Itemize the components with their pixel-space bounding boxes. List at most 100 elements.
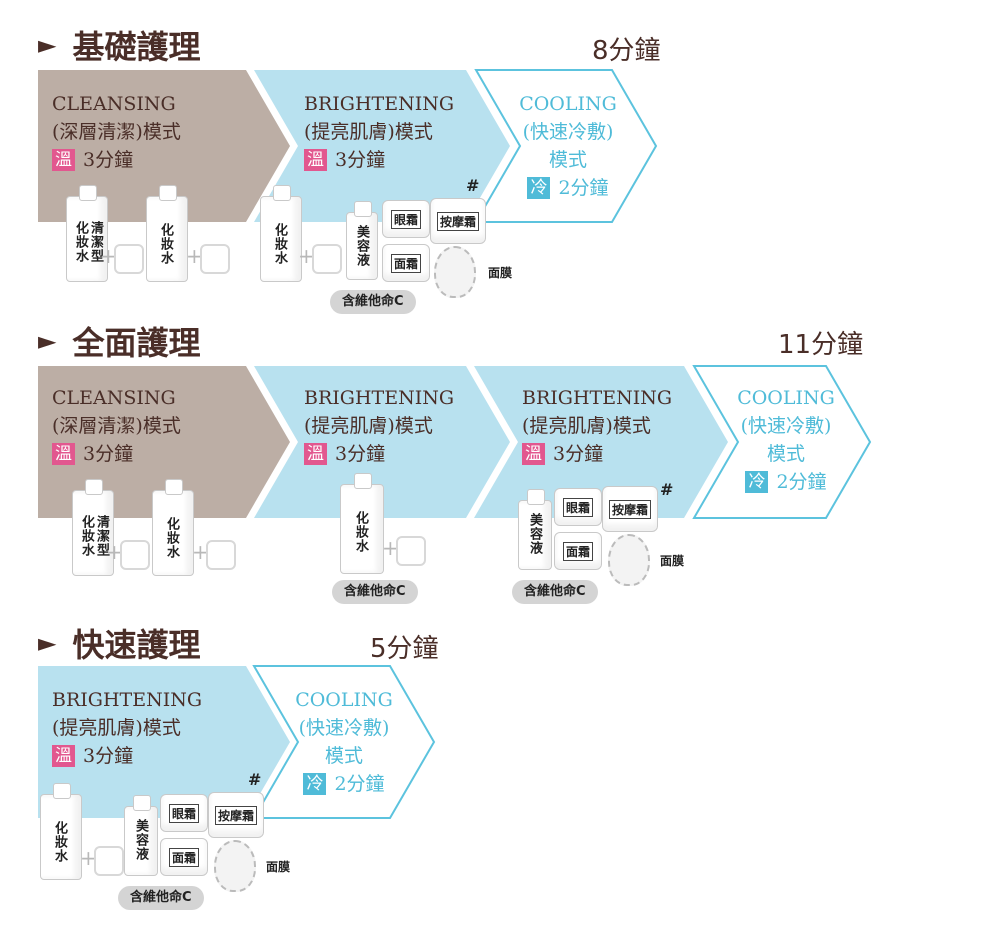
- cotton-pad-icon: [94, 846, 124, 876]
- step-time: 3分鐘: [553, 443, 604, 465]
- step-text: BRIGHTENING (提亮肌膚)模式 溫 3分鐘: [522, 384, 672, 468]
- face-cream-jar-icon: 面霜: [382, 244, 430, 282]
- warm-badge: 溫: [304, 149, 327, 171]
- step-mode: 模式: [548, 149, 587, 171]
- cool-badge: 冷: [527, 177, 551, 199]
- step-name: BRIGHTENING: [52, 689, 202, 711]
- hash-mark: #: [660, 480, 674, 499]
- step-mode: (提亮肌膚)模式: [522, 415, 651, 437]
- cotton-pad-icon: [200, 244, 230, 274]
- product-label: 面霜: [562, 541, 593, 561]
- face-mask-icon: [608, 534, 650, 586]
- band-brightening: [38, 666, 290, 818]
- step-name: BRIGHTENING: [304, 387, 454, 409]
- warm-badge: 溫: [52, 443, 75, 465]
- warm-badge: 溫: [522, 443, 545, 465]
- toner-bottle-icon: 化妝水: [340, 473, 384, 574]
- product-label: 美容液: [527, 513, 542, 555]
- step-mode: (快速冷敷): [298, 717, 390, 739]
- step-time: 2分鐘: [334, 773, 385, 795]
- section-duration: 11分鐘: [778, 330, 864, 360]
- triangle-right-icon: ►: [38, 629, 57, 657]
- step-name: CLEANSING: [52, 93, 176, 115]
- plus-icon: +: [80, 846, 97, 870]
- step-mode: (快速冷敷): [522, 121, 614, 143]
- step-name: COOLING: [519, 93, 617, 115]
- step-time: 3分鐘: [335, 149, 386, 171]
- toner-bottle-icon: 化妝水: [40, 783, 82, 880]
- step-name: COOLING: [737, 387, 835, 409]
- warm-badge: 溫: [304, 443, 327, 465]
- massage-cream-jar-icon: 按摩霜: [602, 486, 658, 532]
- step-text: BRIGHTENING (提亮肌膚)模式 溫 3分鐘: [304, 90, 454, 174]
- section-title-text: 基礎護理: [72, 28, 201, 66]
- product-label: 化妝水: [272, 223, 287, 265]
- plus-icon: +: [382, 536, 399, 560]
- product-label: 美容液: [354, 225, 369, 267]
- product-label: 化妝水: [164, 517, 179, 559]
- face-cream-jar-icon: 面霜: [160, 838, 208, 876]
- vitamin-c-pill: 含維他命C: [512, 580, 598, 604]
- triangle-right-icon: ►: [38, 31, 57, 59]
- hash-mark: #: [466, 176, 480, 195]
- serum-bottle-icon: 美容液: [346, 201, 378, 280]
- serum-bottle-icon: 美容液: [518, 489, 552, 570]
- step-mode: (快速冷敷): [740, 415, 832, 437]
- vitamin-c-pill: 含維他命C: [332, 580, 418, 604]
- cool-badge: 冷: [303, 773, 327, 795]
- cotton-pad-icon: [120, 540, 150, 570]
- warm-badge: 溫: [52, 745, 75, 767]
- step-mode: 模式: [766, 443, 805, 465]
- section-title: ► 全面護理: [38, 318, 200, 364]
- step-text: BRIGHTENING (提亮肌膚)模式 溫 3分鐘: [52, 686, 202, 770]
- warm-badge: 溫: [52, 149, 75, 171]
- band-brightening: [474, 366, 728, 518]
- face-mask-icon: [214, 840, 256, 892]
- cotton-pad-icon: [114, 244, 144, 274]
- product-label: 化妝水: [158, 223, 173, 265]
- product-label: 清潔型 化妝水: [73, 221, 103, 263]
- section-title: ► 基礎護理: [38, 22, 200, 68]
- section-duration: 8分鐘: [592, 36, 661, 66]
- step-name: BRIGHTENING: [304, 93, 454, 115]
- serum-bottle-icon: 美容液: [124, 795, 158, 876]
- toner-bottle-icon: 化妝水: [146, 185, 188, 282]
- step-time: 2分鐘: [558, 177, 609, 199]
- product-label: 眼霜: [390, 209, 421, 229]
- plus-icon: +: [192, 540, 209, 564]
- step-mode: (深層清潔)模式: [52, 121, 181, 143]
- step-time: 3分鐘: [83, 443, 134, 465]
- step-mode: (提亮肌膚)模式: [304, 121, 433, 143]
- band-brightening: [254, 366, 510, 518]
- band-cooling: [692, 365, 872, 519]
- cotton-pad-icon: [312, 244, 342, 274]
- product-label: 化妝水: [52, 821, 67, 863]
- eye-cream-jar-icon: 眼霜: [160, 794, 208, 832]
- face-mask-icon: [434, 246, 476, 298]
- step-mode: 模式: [324, 745, 363, 767]
- step-mode: (提亮肌膚)模式: [52, 717, 181, 739]
- product-label: 面霜: [390, 253, 421, 273]
- step-time: 2分鐘: [776, 471, 827, 493]
- step-time: 3分鐘: [83, 745, 134, 767]
- step-text: COOLING (快速冷敷) 模式 冷 2分鐘: [728, 384, 844, 496]
- triangle-right-icon: ►: [38, 327, 57, 355]
- product-label: 按摩霜: [214, 805, 257, 825]
- section-title: ► 快速護理: [38, 620, 200, 666]
- product-label: 按摩霜: [436, 211, 479, 231]
- product-label: 按摩霜: [608, 499, 651, 519]
- product-label: 化妝水: [353, 511, 368, 553]
- cool-badge: 冷: [745, 471, 769, 493]
- step-time: 3分鐘: [335, 443, 386, 465]
- section-title-text: 全面護理: [72, 324, 201, 362]
- step-name: BRIGHTENING: [522, 387, 672, 409]
- face-cream-jar-icon: 面霜: [554, 532, 602, 570]
- step-mode: (深層清潔)模式: [52, 415, 181, 437]
- product-label: 面霜: [168, 847, 199, 867]
- band-cooling: [252, 665, 436, 819]
